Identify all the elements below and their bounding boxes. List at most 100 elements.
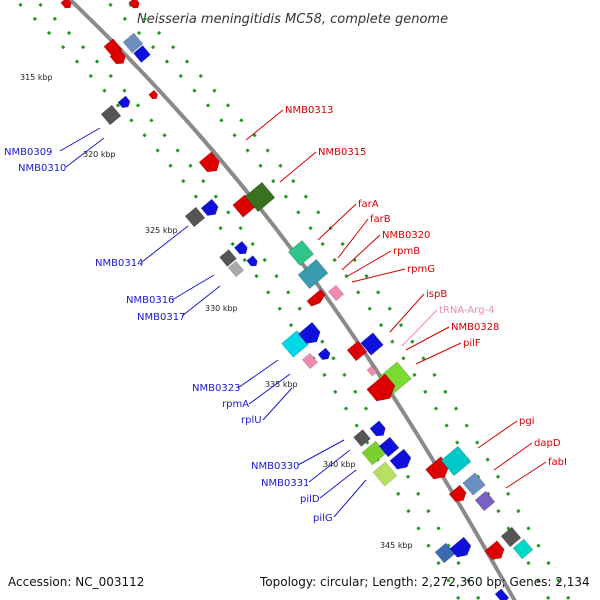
gene-label-pilg: pilG [313,513,333,524]
gene-feature-1 [60,0,72,9]
gene-feature-32 [353,429,371,447]
gene-feature-19 [287,239,315,267]
gene-label-rpmg: rpmG [407,264,435,275]
gene-label-pilf: pilF [463,338,481,349]
tick-guide-line-2 [33,0,482,600]
gene-feature-25 [301,352,319,370]
leader-line-14 [279,151,317,183]
label-leader-lines [59,109,547,518]
leader-line-2 [65,137,105,168]
gene-feature-36 [389,448,412,470]
gene-feature-41 [462,472,486,496]
leader-line-26 [505,461,547,489]
leader-line-8 [262,387,293,421]
gene-feature-5 [122,32,144,54]
gene-label-nmb0323: NMB0323 [192,383,240,394]
reverse-strand-labels: NMB0309 NMB0310 NMB0314 NMB0316 NMB0317 … [4,147,333,524]
gene-label-dapd: dapD [534,438,561,449]
gene-feature-46 [500,526,522,548]
kbp-tick-315: 315 kbp [20,73,53,82]
gene-label-ispb: ispB [426,289,447,300]
kbp-tick-345: 345 kbp [380,541,413,550]
gene-label-nmb0317: NMB0317 [137,312,185,323]
gene-feature-44 [449,536,472,558]
gene-features [60,0,534,600]
gene-feature-9 [148,89,158,100]
leader-line-23 [415,342,462,365]
gene-feature-21 [306,289,326,307]
gene-feature-22 [327,284,345,302]
gene-feature-47 [512,538,534,560]
leader-line-4 [171,274,215,301]
gene-feature-14 [200,198,219,216]
tick-guide-line-4 [123,0,572,600]
gene-label-nmb0316: NMB0316 [126,295,174,306]
gene-feature-8 [100,104,122,126]
gene-feature-40 [448,484,467,502]
gene-feature-31 [366,373,396,402]
gene-feature-45 [484,540,505,560]
tick-guides [13,0,572,600]
gene-label-nmb0320: NMB0320 [382,230,430,241]
tick-guide-line-1 [13,0,462,600]
leader-line-1 [59,127,101,152]
leader-line-15 [317,203,357,241]
leader-line-22 [405,326,450,351]
gene-feature-29 [366,365,378,377]
leader-line-25 [493,442,533,471]
gene-label-fara: farA [358,199,379,210]
leader-line-9 [297,439,345,466]
genome-summary-text: Topology: circular; Length: 2,272,360 bp… [259,575,590,589]
gene-feature-26 [317,347,331,361]
kbp-ticks: 315 kbp 320 kbp 325 kbp 330 kbp 335 kbp … [20,73,413,550]
gene-feature-28 [360,332,384,356]
accession-text: Accession: NC_003112 [8,575,144,589]
gene-feature-37 [372,461,398,487]
gene-feature-2 [128,0,140,9]
leader-line-24 [477,420,518,449]
gene-label-pild: pilD [300,494,320,505]
leader-line-19 [351,268,406,283]
leader-line-6 [237,359,279,389]
leader-line-13 [245,109,284,141]
gene-feature-43 [434,542,456,564]
gene-feature-16 [233,240,248,255]
gene-feature-20 [297,259,329,289]
gene-label-nmb0331: NMB0331 [261,478,309,489]
leader-line-5 [181,285,221,317]
gene-label-nmb0315: NMB0315 [318,147,366,158]
kbp-tick-340: 340 kbp [323,460,356,469]
kbp-tick-325: 325 kbp [145,226,178,235]
forward-strand-labels: NMB0313 NMB0315 farA farB NMB0320 rpmB r… [285,105,567,468]
gene-feature-27 [346,340,368,362]
leader-line-11 [319,469,357,499]
leader-line-3 [141,225,189,263]
gene-feature-39 [440,445,472,477]
gene-feature-7 [117,95,131,109]
gene-feature-18 [246,255,258,267]
gene-feature-13 [184,206,206,228]
gene-feature-6 [133,45,151,63]
gene-feature-33 [369,420,386,437]
gene-feature-24 [297,321,321,344]
gene-label-farb: farB [370,214,391,225]
leader-line-7 [248,373,291,405]
gene-label-nmb0310: NMB0310 [18,163,66,174]
gene-label-pgi: pgi [519,416,534,427]
leader-line-17 [341,234,381,271]
leader-line-20 [389,293,425,333]
gene-feature-35 [378,436,400,458]
genome-title: Neisseria meningitidis MC58, complete ge… [137,12,448,27]
gene-label-fabi: fabI [548,457,567,468]
gene-label-nmb0330: NMB0330 [251,461,299,472]
kbp-tick-330: 330 kbp [205,304,238,313]
leader-line-21 [401,309,438,347]
gene-label-rpma: rpmA [222,399,249,410]
gene-feature-4 [109,48,126,65]
gene-label-nmb0314: NMB0314 [95,258,143,269]
gene-feature-10 [198,151,220,173]
gene-feature-17 [227,260,245,278]
gene-label-rpmb: rpmB [393,246,420,257]
gene-feature-42 [474,490,496,512]
